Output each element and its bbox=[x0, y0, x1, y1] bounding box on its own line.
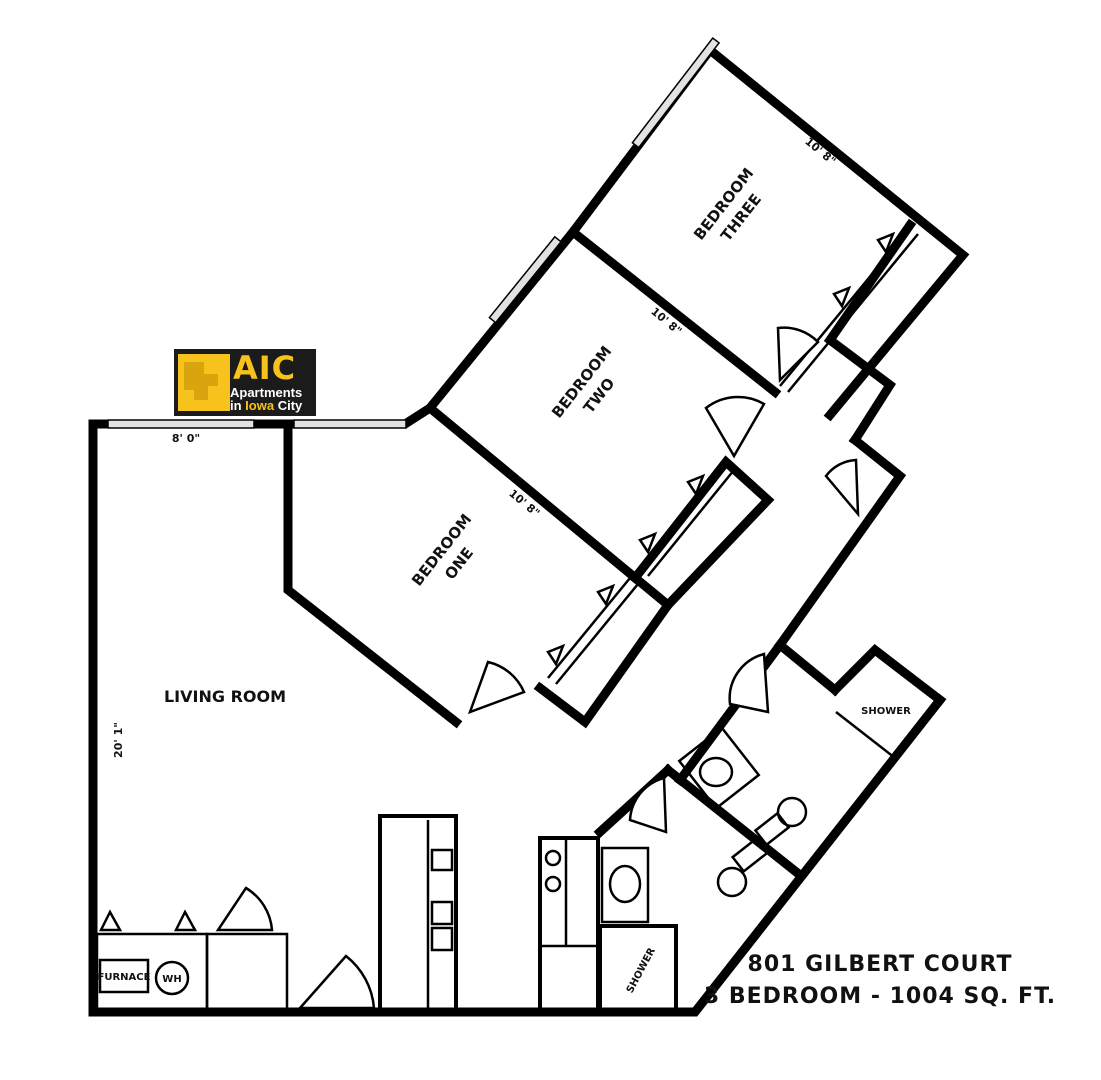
logo-name: Apartments in Iowa City bbox=[230, 386, 316, 412]
interior-walls bbox=[283, 218, 947, 882]
living-height-dimension: 20' 1" bbox=[112, 722, 125, 758]
shower-lower-label: SHOWER bbox=[625, 946, 658, 995]
water-heater-label: WH bbox=[162, 974, 181, 985]
logo-line-2: in Iowa City bbox=[230, 399, 316, 412]
closet-doors bbox=[98, 231, 896, 932]
shower-upper-label: SHOWER bbox=[861, 706, 911, 717]
logo-line-2-suffix: City bbox=[274, 398, 303, 413]
kitchen bbox=[378, 814, 600, 1012]
exterior-walls bbox=[88, 43, 970, 1017]
aic-logo: AIC Apartments in Iowa City bbox=[174, 349, 316, 416]
furnace-label: FURNACE bbox=[98, 972, 151, 983]
logo-abbreviation: AIC bbox=[233, 349, 297, 387]
logo-line-1: Apartments bbox=[230, 385, 303, 400]
bath-fixtures bbox=[598, 711, 896, 1012]
logo-line-2-highlight: Iowa bbox=[245, 398, 275, 413]
address-caption: 801 GILBERT COURT bbox=[747, 952, 1013, 977]
utility-closet bbox=[95, 932, 289, 1012]
living-width-dimension: 8' 0" bbox=[172, 432, 200, 445]
living-room-label: LIVING ROOM bbox=[164, 687, 286, 706]
door-swings bbox=[215, 326, 860, 1010]
iowa-map-icon bbox=[178, 354, 230, 411]
closet-rods bbox=[547, 227, 919, 685]
windows bbox=[107, 36, 721, 429]
summary-caption: 3 BEDROOM - 1004 SQ. FT. bbox=[703, 984, 1057, 1009]
logo-line-2-prefix: in bbox=[230, 398, 246, 413]
